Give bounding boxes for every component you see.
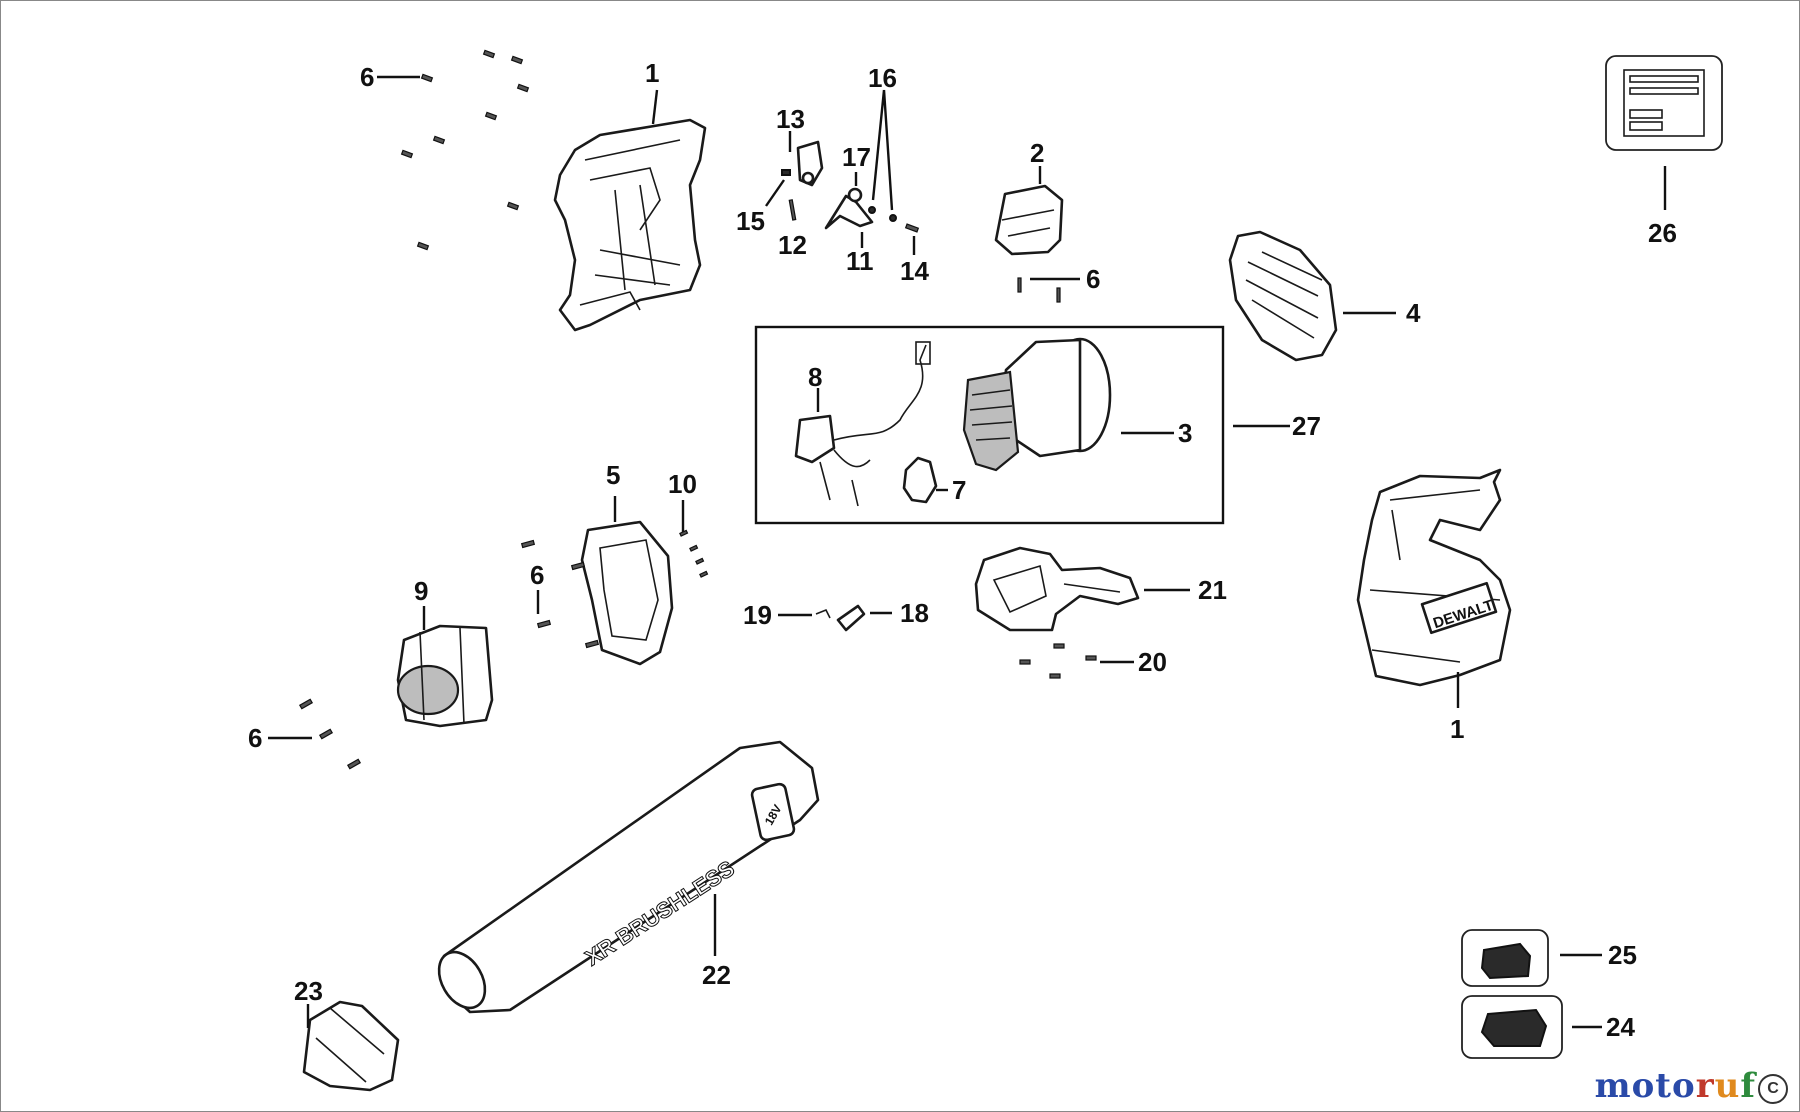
part-19-spring — [815, 608, 831, 619]
callout-3: 3 — [1178, 418, 1192, 448]
callout-1b: 1 — [1450, 714, 1464, 744]
watermark-letter: o — [1672, 1066, 1696, 1106]
part-17-washer — [847, 187, 863, 203]
callout-6a: 6 — [360, 62, 374, 92]
callout-24: 24 — [1606, 1012, 1635, 1042]
callout-20: 20 — [1138, 647, 1167, 677]
part-25-battery — [1461, 929, 1549, 987]
callout-25: 25 — [1608, 940, 1637, 970]
part-18-latch — [836, 604, 866, 632]
callout-9: 9 — [414, 576, 428, 606]
part-22-blower-tube: 18V XR BRUSHLESS — [437, 740, 820, 1014]
callout-21: 21 — [1198, 575, 1227, 605]
leader-16 — [871, 89, 894, 211]
part-11-trigger — [824, 194, 874, 230]
callout-14: 14 — [900, 256, 929, 286]
watermark-letter: u — [1714, 1066, 1741, 1106]
callout-13: 13 — [776, 104, 805, 134]
part-8-wiring-harness — [794, 341, 931, 507]
part-15-spring — [781, 169, 791, 176]
callout-6c: 6 — [530, 560, 544, 590]
leader-15 — [765, 179, 785, 207]
screws-6-ring — [520, 539, 600, 649]
part-24-charger — [1461, 995, 1563, 1059]
callout-26: 26 — [1648, 218, 1677, 248]
callout-6d: 6 — [248, 723, 262, 753]
callout-23: 23 — [294, 976, 323, 1006]
part-14-screw — [904, 223, 920, 233]
watermark-letter: m — [1594, 1066, 1632, 1106]
leader-1a — [651, 89, 659, 125]
corner-mark: C — [1758, 1074, 1788, 1104]
callout-2: 2 — [1030, 138, 1044, 168]
part-13-switch-lever — [796, 140, 824, 187]
part-9-fan — [396, 624, 494, 728]
part-3-motor — [962, 337, 1112, 472]
callout-10: 10 — [668, 469, 697, 499]
callout-12: 12 — [778, 230, 807, 260]
part-1-housing-right: DEWALT — [1356, 468, 1512, 687]
assembly-27-frame — [754, 325, 1225, 525]
screws-6-top — [400, 49, 530, 251]
screws-20 — [1019, 643, 1097, 679]
callout-7: 7 — [952, 475, 966, 505]
part-4-fan-cover — [1228, 230, 1338, 362]
part-23-nozzle — [302, 1000, 400, 1092]
watermark-letter: f — [1740, 1066, 1756, 1106]
callout-5: 5 — [606, 460, 620, 490]
callout-17: 17 — [842, 142, 871, 172]
callout-6b: 6 — [1086, 264, 1100, 294]
part-1-housing-left — [553, 118, 707, 332]
callout-1a: 1 — [645, 58, 659, 88]
housing-brand-plate — [1420, 581, 1498, 635]
callout-8: 8 — [808, 362, 822, 392]
watermark-letter: r — [1695, 1066, 1715, 1106]
watermark-letter: t — [1655, 1066, 1673, 1106]
part-26-label — [1605, 55, 1723, 151]
callout-15: 15 — [736, 206, 765, 236]
callout-16: 16 — [868, 63, 897, 93]
screws-6-left — [298, 698, 362, 770]
part-16-clips — [868, 206, 897, 222]
callout-11: 11 — [846, 246, 874, 276]
callout-27: 27 — [1292, 411, 1321, 441]
screws-6-middle — [1017, 277, 1061, 303]
callout-4: 4 — [1406, 298, 1421, 328]
watermark-logo: motoruf — [1595, 1066, 1756, 1106]
part-21-handle — [974, 546, 1140, 632]
callout-19: 19 — [743, 600, 772, 630]
screws-10 — [679, 529, 709, 578]
tube-badge — [750, 782, 796, 842]
part-2-switch-cover — [994, 184, 1064, 256]
part-5-baffle-ring — [580, 520, 674, 666]
callout-18: 18 — [900, 598, 929, 628]
callout-22: 22 — [702, 960, 731, 990]
part-7-sensor-board — [902, 456, 938, 504]
watermark-letter: o — [1631, 1066, 1656, 1106]
part-12-pin — [788, 199, 797, 221]
